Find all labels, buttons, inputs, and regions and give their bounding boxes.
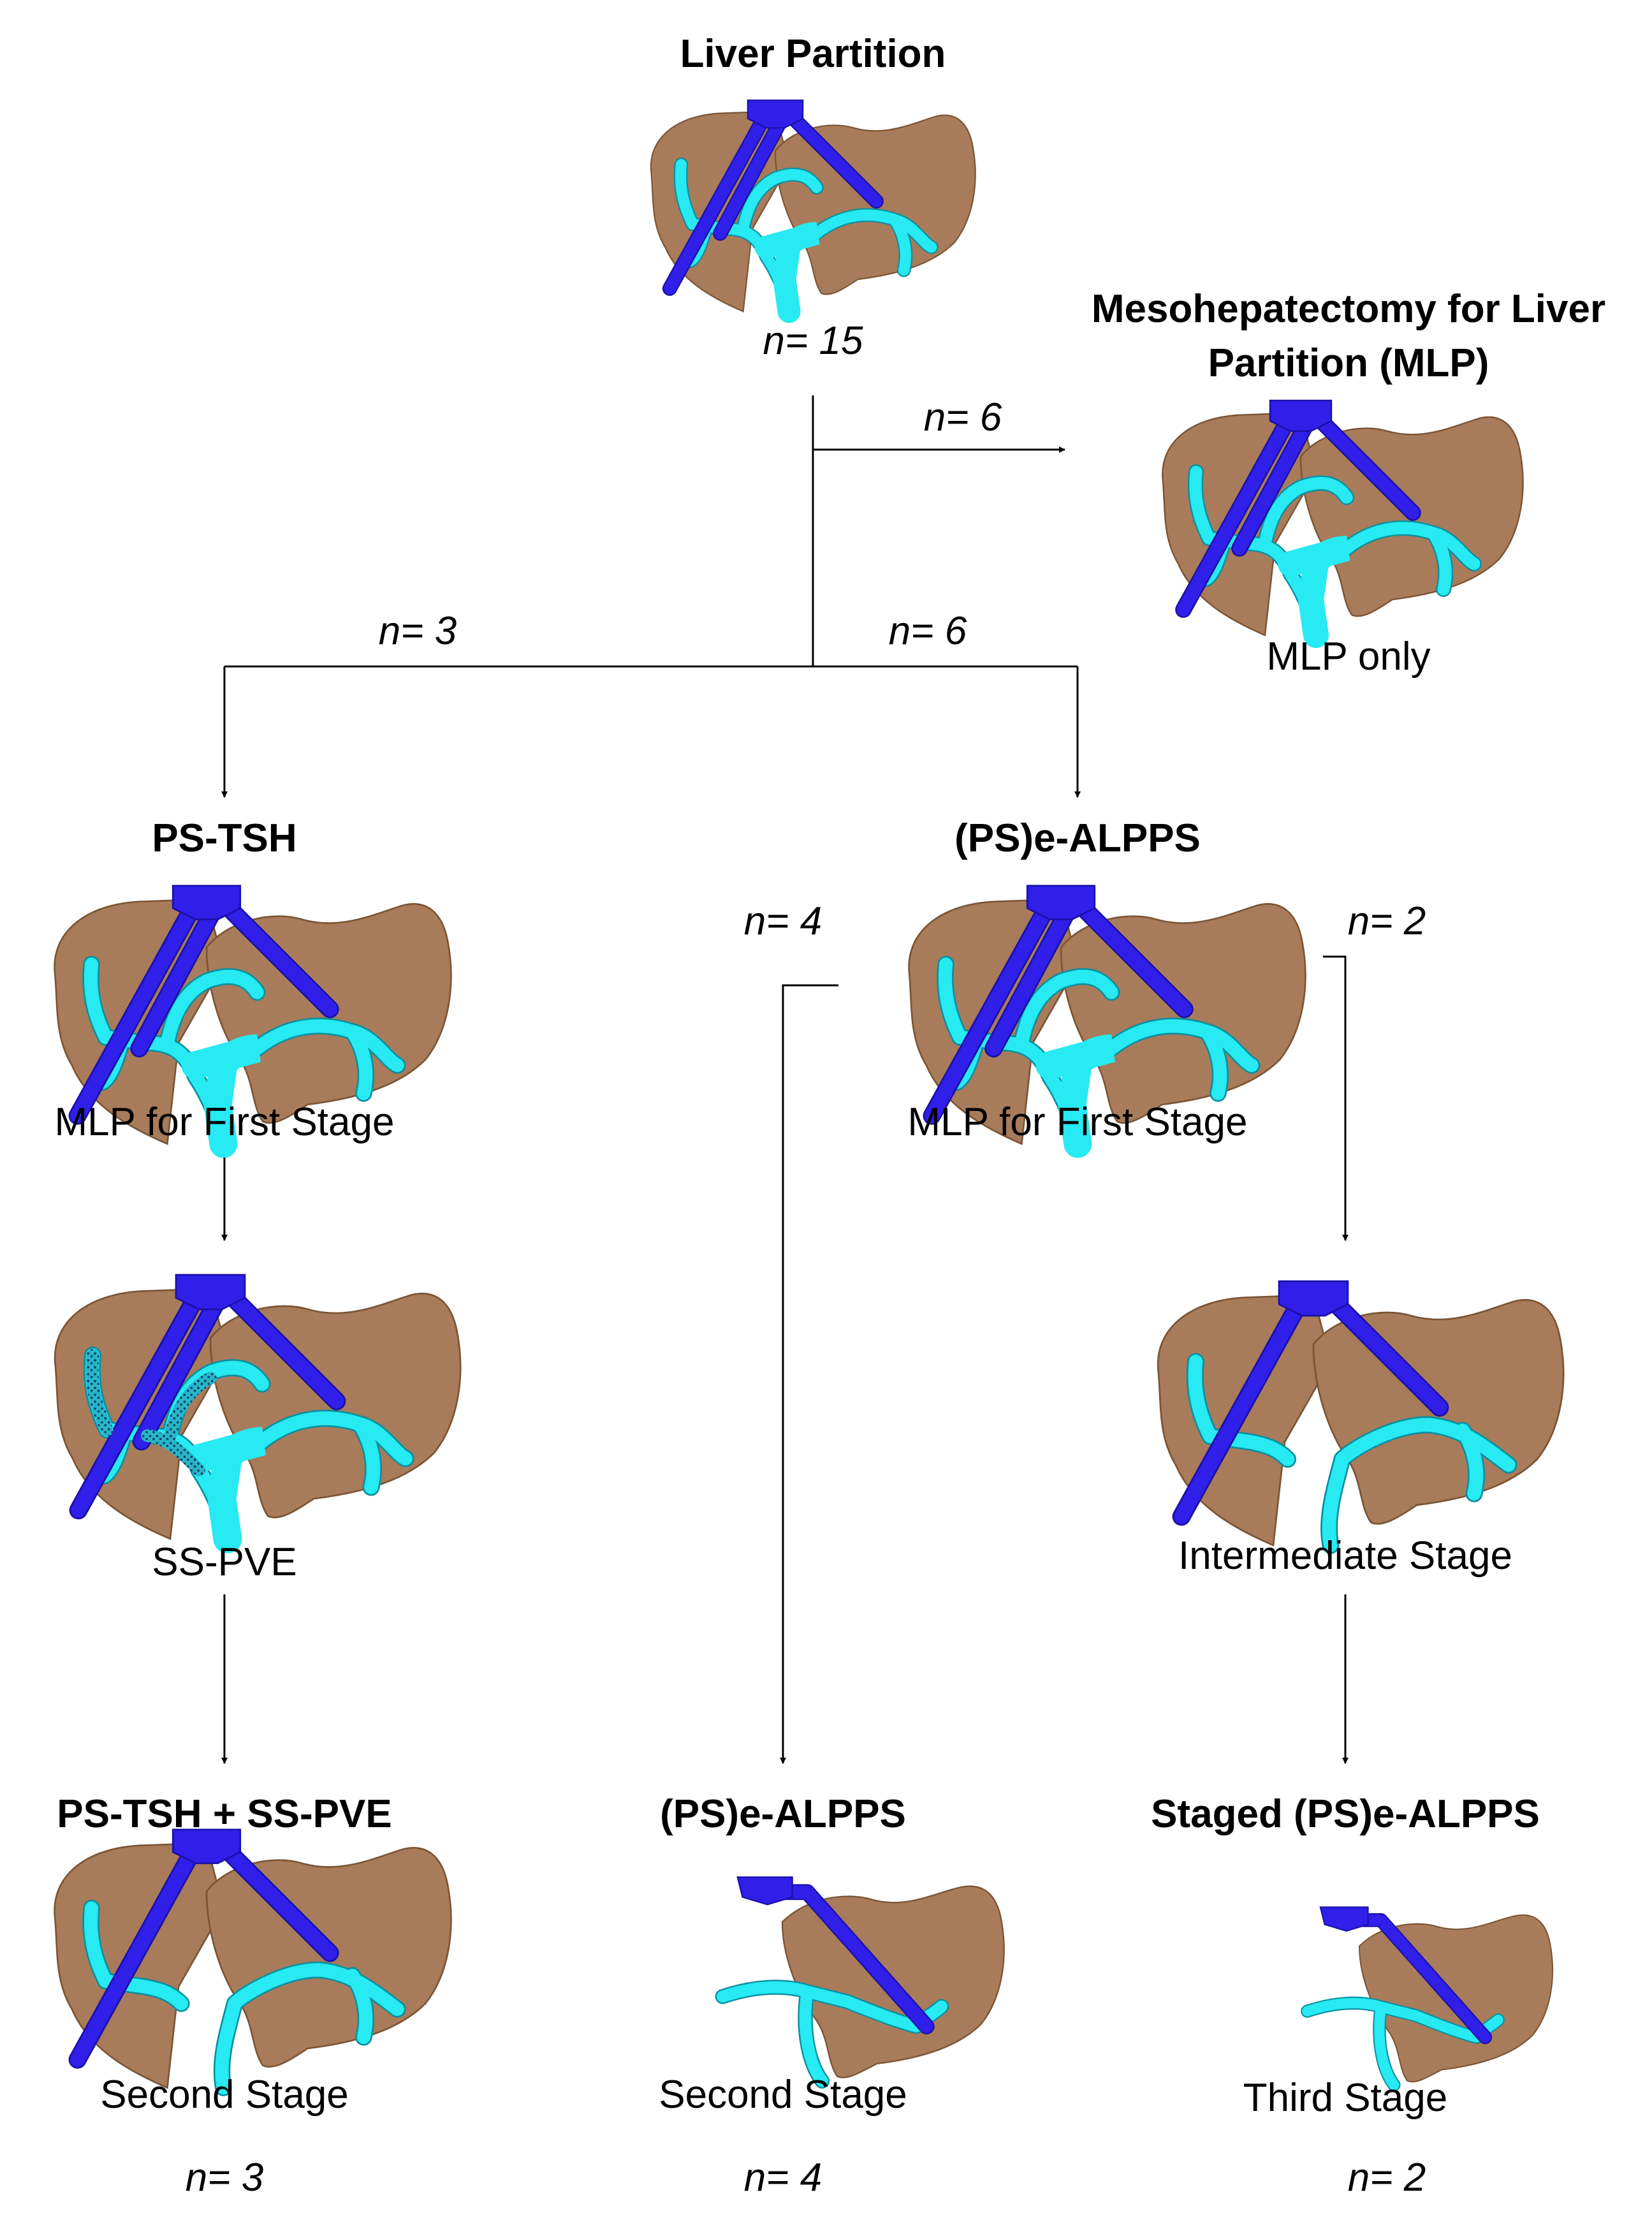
ealpps-branch-n: n= 6 — [888, 609, 967, 653]
mlp-only-label: MLP only — [1266, 635, 1431, 679]
third-stage-label: Third Stage — [1243, 2076, 1448, 2120]
pstsh-branch-n: n= 3 — [378, 609, 457, 653]
liver-partition-illustration — [651, 100, 976, 311]
staged-ealpps-n: n= 2 — [1347, 2156, 1426, 2200]
pstsh-title: PS-TSH — [152, 816, 297, 860]
ealpps-second-stage-illustration — [722, 1877, 1004, 2081]
ealpps-right-n: n= 2 — [1347, 899, 1426, 943]
root-title: Liver Partition — [680, 32, 946, 76]
pstsh-pve-n: n= 3 — [185, 2156, 264, 2200]
ealpps-title: (PS)e-ALPPS — [954, 816, 1201, 860]
mlp-branch-n: n= 6 — [923, 395, 1002, 439]
intermediate-stage-label: Intermediate Stage — [1178, 1534, 1512, 1578]
mlp-only-illustration — [1162, 401, 1523, 635]
mlp-title-line2: Partition (MLP) — [1208, 341, 1489, 385]
ealpps-direct-title: (PS)e-ALPPS — [660, 1792, 906, 1836]
ealpps-left-branch-arrow — [780, 984, 838, 1764]
ss-pve-illustration — [55, 1275, 460, 1539]
ealpps-stage1-label: MLP for First Stage — [907, 1100, 1248, 1144]
staged-ealpps-third-stage-illustration — [1307, 1907, 1553, 2085]
ealpps-second-stage-label: Second Stage — [659, 2073, 907, 2117]
root-n: n= 15 — [763, 319, 863, 363]
intermediate-stage-illustration — [1158, 1281, 1563, 1545]
ss-pve-label: SS-PVE — [152, 1540, 297, 1584]
ealpps-left-n: n= 4 — [743, 899, 822, 943]
pstsh-pve-title: PS-TSH + SS-PVE — [57, 1792, 392, 1836]
pstsh-pve-second-stage-illustration — [55, 1830, 451, 2088]
staged-ealpps-title: Staged (PS)e-ALPPS — [1151, 1792, 1540, 1836]
mlp-title-line1: Mesohepatectomy for Liver — [1091, 287, 1606, 331]
pstsh-pve-second-stage-label: Second Stage — [100, 2073, 349, 2117]
ealpps-direct-n: n= 4 — [743, 2156, 822, 2200]
embolized-portal-branch — [85, 1349, 217, 1476]
ealpps-right-branch-arrow — [1323, 955, 1349, 1241]
pstsh-stage1-label: MLP for First Stage — [54, 1100, 395, 1144]
